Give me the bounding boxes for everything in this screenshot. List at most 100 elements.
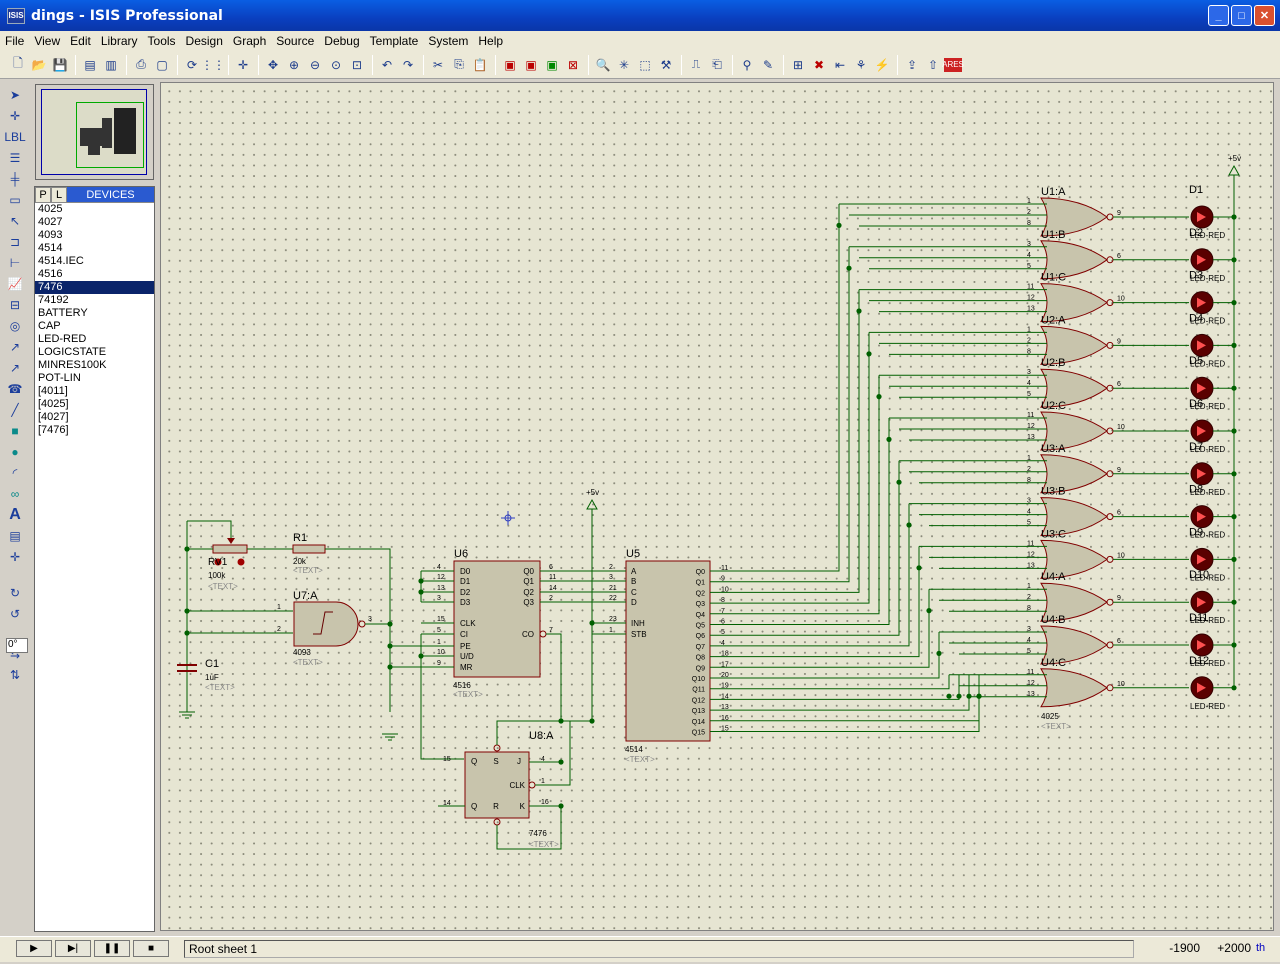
wire-label-icon[interactable]: LBL xyxy=(4,130,26,144)
selection-mode-icon[interactable]: ➤ xyxy=(9,88,21,102)
units-indicator[interactable]: th xyxy=(1256,942,1266,954)
wire-autorouter-icon[interactable]: ⎍ xyxy=(691,57,701,71)
stop-button[interactable]: ■ xyxy=(133,940,169,957)
menu-source[interactable]: Source xyxy=(276,34,315,48)
make-device-icon[interactable]: ✳ xyxy=(618,57,630,72)
menu-graph[interactable]: Graph xyxy=(232,34,267,48)
device-item[interactable]: 4027 xyxy=(38,216,63,228)
menu-edit[interactable]: Edit xyxy=(70,34,91,48)
device-item[interactable]: 4093 xyxy=(38,229,63,241)
redo-icon[interactable]: ↷ xyxy=(402,57,414,72)
zoom-area-icon[interactable]: ⊡ xyxy=(351,57,363,72)
device-item[interactable]: [4011] xyxy=(38,385,68,397)
redraw-icon[interactable]: ⟳ xyxy=(186,57,198,72)
device-item[interactable]: 4514 xyxy=(38,242,63,254)
current-probe-icon[interactable]: ↗ xyxy=(9,361,21,375)
junction-dot-icon[interactable]: ✛ xyxy=(9,109,21,123)
line-icon[interactable]: ╱ xyxy=(11,403,19,417)
voltage-probe-icon[interactable]: ↗ xyxy=(9,340,21,354)
device-item[interactable]: 7476 xyxy=(35,281,154,294)
pick-devices-tab[interactable]: P xyxy=(35,187,51,203)
ares-icon[interactable]: ARES xyxy=(942,57,964,72)
device-item[interactable]: 4514.IEC xyxy=(38,255,84,267)
graph-icon[interactable]: 📈 xyxy=(7,277,23,291)
device-item[interactable]: 74192 xyxy=(38,294,69,306)
save-icon[interactable]: 💾 xyxy=(52,57,68,72)
mirror-x-icon[interactable]: ⇆ xyxy=(9,647,21,661)
subcircuit-icon[interactable]: ▭ xyxy=(9,193,21,207)
device-item[interactable]: [7476] xyxy=(38,424,69,436)
decompose-icon[interactable]: ⚒ xyxy=(660,57,672,72)
ares-link-icon[interactable]: ⇧ xyxy=(927,57,939,72)
exit-to-parent-icon[interactable]: ⇤ xyxy=(834,57,846,72)
marker-icon[interactable]: ✛ xyxy=(9,550,21,564)
pick-device-icon[interactable]: 🔍 xyxy=(595,57,611,72)
close-button[interactable]: ✕ xyxy=(1254,5,1275,26)
circle-icon[interactable]: ● xyxy=(11,445,19,459)
menu-design[interactable]: Design xyxy=(185,34,223,48)
netlist-icon[interactable]: ⇪ xyxy=(906,57,918,72)
bus-icon[interactable]: ╪ xyxy=(10,172,20,186)
pan-icon[interactable]: ✥ xyxy=(267,57,279,72)
device-item[interactable]: LED-RED xyxy=(38,333,87,345)
symbol-icon[interactable]: ▤ xyxy=(9,529,21,543)
new-sheet-icon[interactable]: ⊞ xyxy=(792,57,804,72)
electrical-rule-check-icon[interactable]: ⚡ xyxy=(874,57,890,72)
terminal-icon[interactable]: ⊐ xyxy=(9,235,21,249)
new-file-icon[interactable]: 🗋 xyxy=(13,56,23,70)
view-bom-icon[interactable]: ⚘ xyxy=(855,57,867,72)
device-item[interactable]: [4027] xyxy=(38,411,69,423)
box-icon[interactable]: ■ xyxy=(11,424,19,438)
maximize-button[interactable]: □ xyxy=(1231,5,1252,26)
rotation-angle-field[interactable]: 0° xyxy=(6,638,28,653)
property-tool-icon[interactable]: ✎ xyxy=(762,57,774,72)
grid-icon[interactable]: ⋮⋮ xyxy=(201,57,225,72)
remove-sheet-icon[interactable]: ✖ xyxy=(813,57,825,72)
block-move-icon[interactable]: ▣ xyxy=(525,57,537,72)
zoom-in-icon[interactable]: ⊕ xyxy=(288,57,300,72)
package-tool-icon[interactable]: ⬚ xyxy=(639,57,651,72)
minimize-button[interactable]: _ xyxy=(1208,5,1229,26)
block-rotate-icon[interactable]: ▣ xyxy=(546,57,558,72)
path-icon[interactable]: ∞ xyxy=(10,487,20,501)
cut-icon[interactable]: ✂ xyxy=(432,57,444,72)
play-button[interactable]: ▶ xyxy=(16,940,52,957)
device-item[interactable]: LOGICSTATE xyxy=(38,346,107,358)
block-copy-icon[interactable]: ▣ xyxy=(504,57,516,72)
generator-icon[interactable]: ◎ xyxy=(9,319,21,333)
text-script-icon[interactable]: ☰ xyxy=(9,151,21,165)
tape-recorder-icon[interactable]: ⊟ xyxy=(9,298,21,312)
menu-tools[interactable]: Tools xyxy=(147,34,176,48)
zoom-out-icon[interactable]: ⊖ xyxy=(309,57,321,72)
menu-template[interactable]: Template xyxy=(369,34,419,48)
menu-system[interactable]: System xyxy=(428,34,469,48)
menu-debug[interactable]: Debug xyxy=(324,34,360,48)
search-tag-icon[interactable]: ⚲ xyxy=(742,57,752,72)
library-manager-tab[interactable]: L xyxy=(51,187,67,203)
device-pin-icon[interactable]: ⊢ xyxy=(9,256,21,270)
device-item[interactable]: CAP xyxy=(38,320,61,332)
device-item[interactable]: BATTERY xyxy=(38,307,88,319)
undo-icon[interactable]: ↶ xyxy=(381,57,393,72)
arc-icon[interactable]: ◜ xyxy=(12,466,18,480)
device-item[interactable]: MINRES100K xyxy=(38,359,107,371)
open-folder-icon[interactable]: 📂 xyxy=(31,57,47,72)
device-item[interactable]: [4025] xyxy=(38,398,69,410)
component-mode-icon[interactable]: ↖ xyxy=(9,214,21,228)
text-icon[interactable]: A xyxy=(9,506,21,523)
menu-view[interactable]: View xyxy=(34,34,61,48)
overview-window[interactable] xyxy=(35,84,154,180)
print-area-icon[interactable]: ▢ xyxy=(156,57,168,72)
device-item[interactable]: 4025 xyxy=(38,203,63,215)
rotate-clockwise-icon[interactable]: ↻ xyxy=(9,586,21,600)
export-icon[interactable]: ▥ xyxy=(105,57,117,72)
mirror-y-icon[interactable]: ⇅ xyxy=(9,668,21,682)
menu-file[interactable]: File xyxy=(5,34,25,48)
virtual-instrument-icon[interactable]: ☎ xyxy=(7,382,23,396)
zoom-all-icon[interactable]: ⊙ xyxy=(330,57,342,72)
pause-button[interactable]: ❚❚ xyxy=(94,940,130,957)
menu-library[interactable]: Library xyxy=(100,34,138,48)
block-delete-icon[interactable]: ⊠ xyxy=(567,57,579,72)
device-item[interactable]: POT-LIN xyxy=(38,372,81,384)
import-icon[interactable]: ▤ xyxy=(84,57,96,72)
